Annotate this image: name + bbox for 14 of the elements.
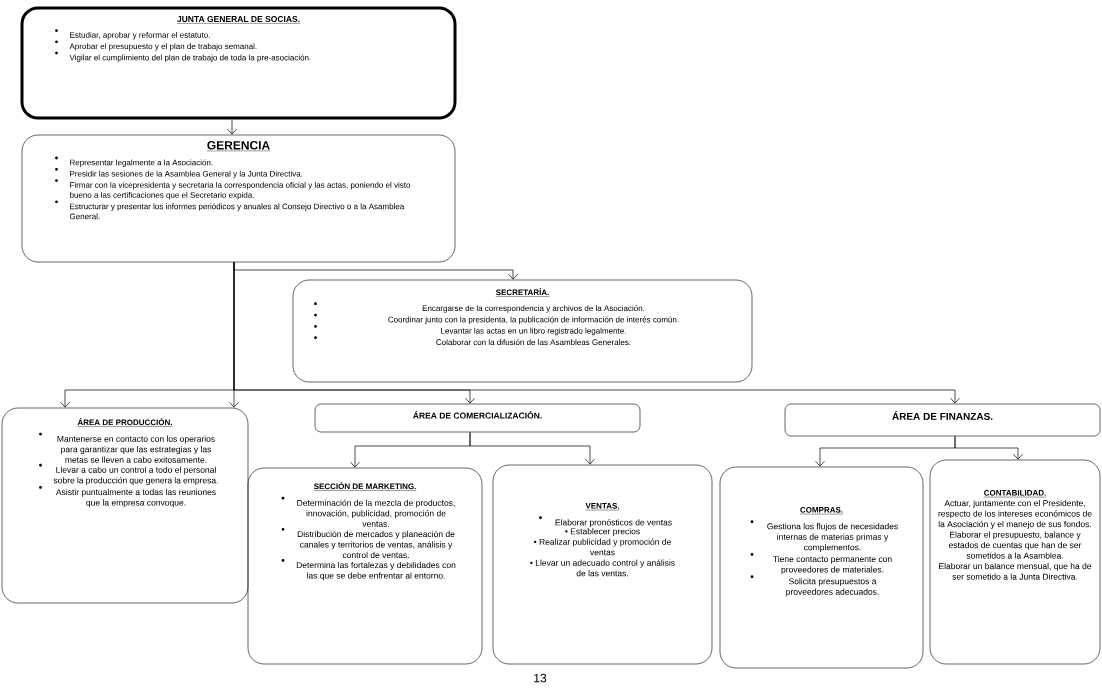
org-box: COMPRAS. Gestiona los flujos de necesidades internas de materias primas y complementos. Tiene contacto permanente con proveedores de materiales. Solicita presupuestos a proveedores adecuados. — [719, 466, 924, 669]
org-box: SECRETARÍA. Encargarse de la correspondencia y archivos de la Asociación. Coordinar junto con la presidenta, la publicación de información de interés común. Levantar las actas en un libro registrado legalmente. Colaborar con la difusión de las Asambleas Generales. — [292, 279, 753, 383]
org-box: JUNTA GENERAL DE SOCIAS. Estudiar, aprobar y reformar el estatuto. Aprobar el presupuesto y el plan de trabajo semanal. Vigilar el cumplimiento del plan de trabajo de toda la pre-asociación. — [20, 6, 457, 120]
org-box: VENTAS. Elaborar pronósticos de ventas • Establecer precios • Realizar publicidad y promoción de ventas • Llevar un adecuado control y análisis de las ventas. — [492, 464, 713, 665]
area-box: ÁREA DE COMERCIALIZACIÓN. — [314, 403, 641, 433]
connector-arrow — [469, 431, 595, 465]
org-box: CONTABILIDAD. Actuar, juntamente con el Presidente, respecto de los intereses económicos de la Asociación y el manejo de sus fondos. Elaborar el presupuesto, balance y estados de cuentas que han de ser sometidos a la Asamblea. Elaborar un balance mensual, que ha de ser sometido a la Junta Directiva. — [929, 459, 1101, 665]
connector-arrow — [954, 435, 1023, 460]
area-box: ÁREA DE FINANZAS. — [784, 403, 1101, 437]
org-box: SECCIÓN DE MARKETING. Determinación de la mezcla de productos, innovación, publicidad, promoción de ventas. Distribución de mercados y planeación de canales y territorios de ventas, análisis y control de ventas. Determina las fortalezas y debilidades con las que se debe enfrentar al entorno. — [247, 467, 483, 665]
connector-arrow — [227, 119, 237, 135]
org-box: GERENCIA Representar legalmente a la Asociación. Presidir las sesiones de la Asamblea General y la Junta Directiva. Firmar con la vicepresidenta y secretaria la correspondencia oficial y las actas, poniendo el visto bueno a las certificaciones que el Secretario expida. Estructurar y presentar los informes periódicos y anuales al Consejo Directivo o a la Asamblea General. — [21, 134, 456, 263]
org-box: ÁREA DE PRODUCCIÓN. Mantenerse en contacto con los operarios para garantizar que las estrategias y las metas se lleven a cabo exitosamente. Llevar a cabo un control a todo el personal sobre la producción que genera la empresa. Asistir puntualmente a todas las reuniones que la empresa convoque. — [1, 407, 249, 604]
connector-arrow — [229, 261, 239, 408]
